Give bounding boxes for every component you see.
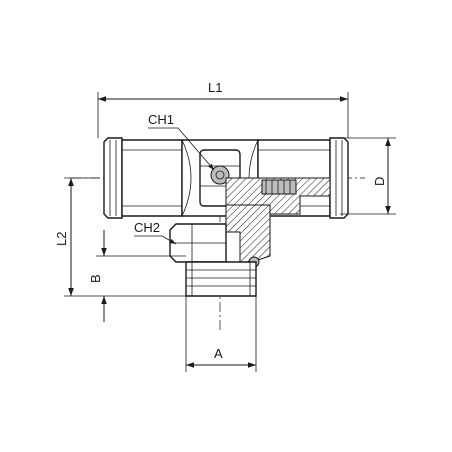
label-b: B — [88, 274, 103, 283]
fitting-body — [103, 137, 349, 297]
label-d: D — [372, 177, 387, 186]
left-sleeve — [121, 139, 183, 217]
label-l1: L1 — [208, 80, 222, 95]
left-collet — [103, 137, 123, 219]
label-ch2: CH2 — [134, 220, 160, 235]
dim-l1: L1 — [97, 80, 349, 138]
dim-d: D — [340, 137, 396, 215]
threaded-stud — [185, 261, 257, 297]
dim-b: B — [88, 230, 186, 322]
label-l2: L2 — [54, 232, 69, 246]
leader-ch2: CH2 — [134, 220, 177, 245]
section-lower — [225, 204, 271, 263]
label-a: A — [214, 346, 223, 361]
dim-l2: L2 — [54, 177, 186, 297]
leader-ch1: CH1 — [148, 112, 215, 171]
dim-a: A — [185, 296, 257, 372]
label-ch1: CH1 — [148, 112, 174, 127]
right-collet — [329, 137, 349, 219]
